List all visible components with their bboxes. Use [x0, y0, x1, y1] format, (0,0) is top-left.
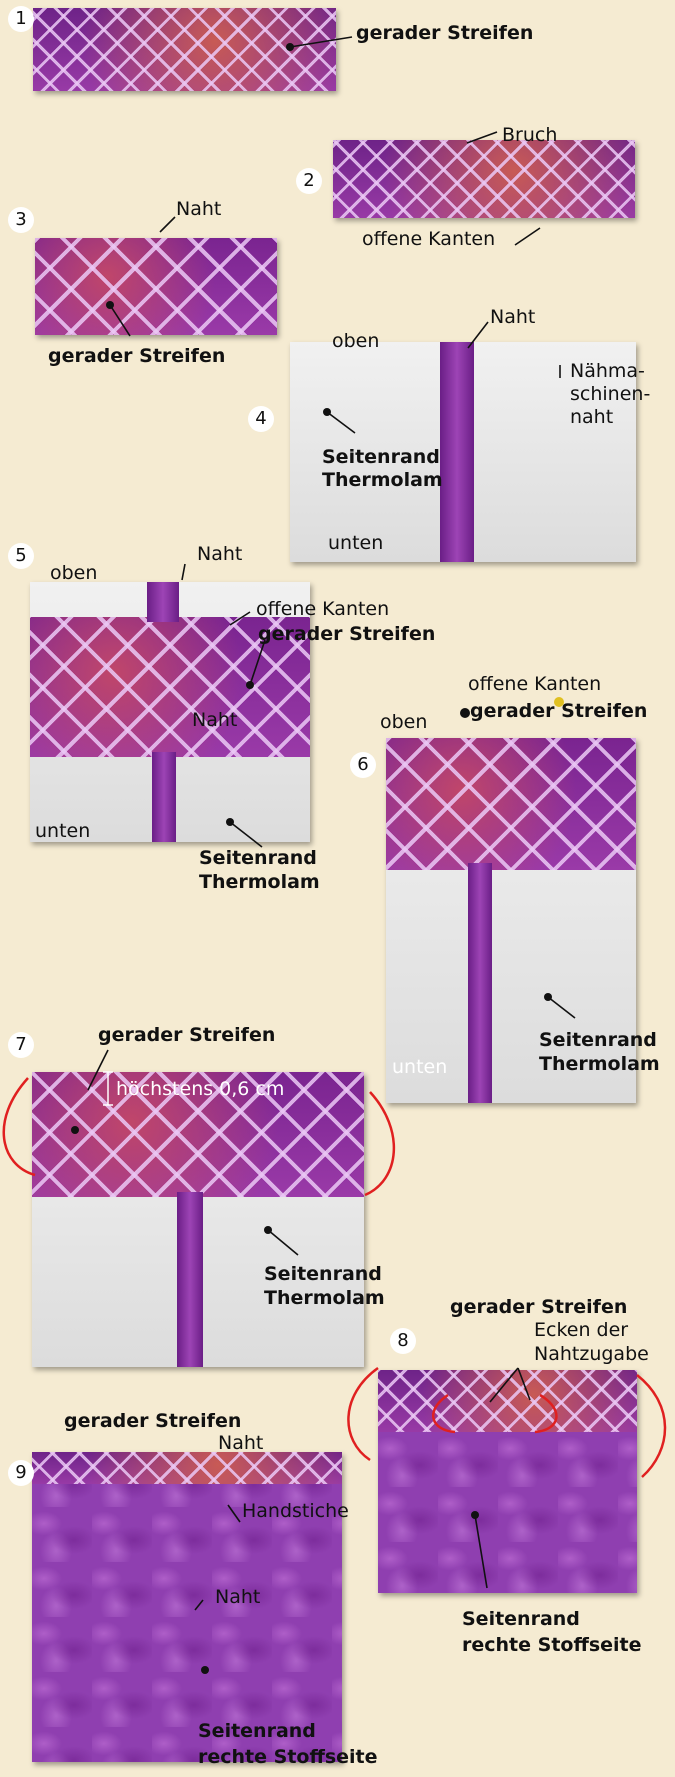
- step5-label-edges: offene Kanten: [256, 598, 389, 620]
- step6-label-edges: offene Kanten: [468, 673, 601, 695]
- step4-label-bottom: unten: [328, 532, 383, 554]
- step-number-6: 6: [350, 752, 376, 778]
- step7-label-measure: höchstens 0,6 cm: [116, 1078, 284, 1100]
- step-number-3: 3: [8, 207, 34, 233]
- step3-label-strip: gerader Streifen: [48, 345, 225, 367]
- step-number-8: 8: [390, 1328, 416, 1354]
- step5-label-strip: gerader Streifen: [258, 623, 435, 645]
- step-number-2: 2: [296, 168, 322, 194]
- step4-label-side-edge: Seitenrand Thermolam: [322, 446, 443, 492]
- step5-label-seam-mid: Naht: [192, 709, 237, 731]
- step1-label-strip: gerader Streifen: [356, 22, 533, 44]
- step9-label-side-edge: Seitenrand rechte Stoffseite: [198, 1718, 378, 1770]
- step9-label-hand: Handstiche: [242, 1500, 349, 1522]
- step5-label-side-edge: Seitenrand Thermolam: [199, 846, 320, 894]
- step-number-9: 9: [8, 1460, 34, 1486]
- step7-label-strip: gerader Streifen: [98, 1024, 275, 1046]
- step8-label-strip: gerader Streifen: [450, 1296, 627, 1318]
- step5-label-bottom: unten: [35, 820, 90, 842]
- step5-label-seam-top: Naht: [197, 543, 242, 565]
- step4-label-seam: Naht: [490, 306, 535, 328]
- step-number-5: 5: [8, 543, 34, 569]
- step6-label-side-edge: Seitenrand Thermolam: [539, 1028, 660, 1076]
- step-number-1: 1: [8, 6, 34, 32]
- step3-label-seam: Naht: [176, 198, 221, 220]
- step6-label-top: oben: [380, 711, 427, 733]
- step8-label-corners: Ecken der Nahtzugabe: [534, 1318, 649, 1366]
- step8-label-side-edge: Seitenrand rechte Stoffseite: [462, 1606, 642, 1658]
- step9-label-strip: gerader Streifen: [64, 1410, 241, 1432]
- step-number-4: 4: [248, 406, 274, 432]
- step2-label-edges: offene Kanten: [362, 228, 495, 250]
- step4-label-top: oben: [332, 330, 379, 352]
- step6-label-bottom: unten: [392, 1056, 447, 1078]
- step7-label-side-edge: Seitenrand Thermolam: [264, 1262, 385, 1310]
- step6-label-strip: gerader Streifen: [470, 700, 647, 722]
- step9-label-seam-mid: Naht: [215, 1586, 260, 1608]
- step2-label-fold: Bruch: [502, 124, 557, 146]
- step5-label-top: oben: [50, 562, 97, 584]
- step4-label-machine-seam: Nähma- schinen- naht: [570, 360, 650, 429]
- step9-label-seam-top: Naht: [218, 1432, 263, 1454]
- step-number-7: 7: [8, 1032, 34, 1058]
